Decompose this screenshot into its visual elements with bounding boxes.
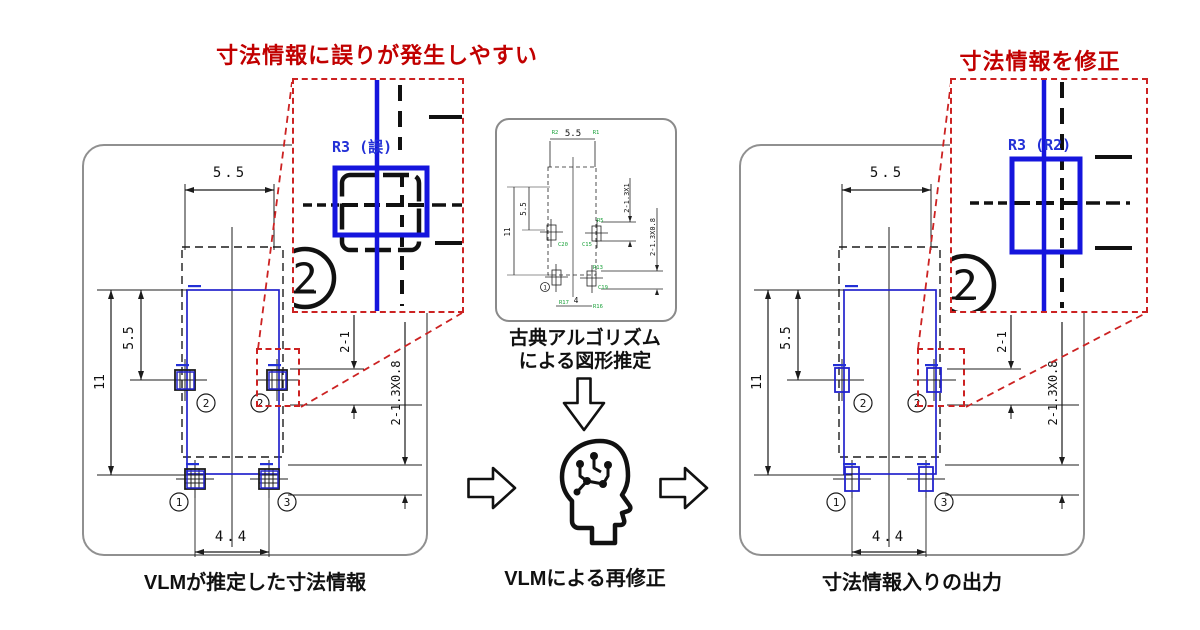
mini-cad-drawing: 5.5 R2 R1 5.5 11 C20 C15 R5 R13 C19 R17 … <box>503 129 663 310</box>
mini-label-c19: C19 <box>598 285 608 291</box>
right-highlight-box <box>917 348 965 407</box>
mini-dim-right-upper: 2-1.3X1 <box>623 183 631 213</box>
left-highlight-box <box>256 348 300 407</box>
classical-algorithm-panel: 5.5 R2 R1 5.5 11 C20 C15 R5 R13 C19 R17 … <box>495 118 677 322</box>
left-zoom-callout: 2 R3 (誤) <box>292 78 464 313</box>
mini-label-c15: C15 <box>582 242 592 248</box>
mini-label-r2: R2 <box>552 130 559 136</box>
mini-dim-bottom: 4 <box>574 296 579 305</box>
mini-label-r17: R17 <box>559 300 569 306</box>
flow-arrow-right-left-icon <box>467 466 517 510</box>
left-holes <box>174 369 288 490</box>
mini-label-r5: R5 <box>597 218 604 224</box>
mini-dim-top: 5.5 <box>565 129 581 139</box>
right-cad-drawing <box>741 146 1087 558</box>
classical-algorithm-caption-line1: 古典アルゴリズム <box>509 328 661 349</box>
right-callout-label: R3 (R2) <box>1008 136 1071 154</box>
mini-dim-left-outer: 11 <box>503 227 512 236</box>
mini-balloon-1: 1 <box>543 285 547 292</box>
right-holes <box>834 367 942 492</box>
left-cad-drawing <box>84 146 430 558</box>
mini-label-r16: R16 <box>593 304 603 310</box>
left-warning-title: 寸法情報に誤りが発生しやすい <box>216 43 538 68</box>
mini-dim-left-inner: 5.5 <box>519 202 528 216</box>
classical-algorithm-caption: 古典アルゴリズム による図形推定 <box>480 327 690 373</box>
left-zoom-content: 2 R3 (誤) <box>294 80 462 311</box>
brain-icon <box>559 438 633 546</box>
mini-dim-right-lower: 2-1.3X0.8 <box>649 218 657 256</box>
right-panel-caption: 寸法情報入りの出力 <box>822 572 1002 594</box>
mini-label-r1: R1 <box>593 130 600 136</box>
magnified-balloon-right: 2 <box>952 261 977 310</box>
magnified-balloon-left: 2 <box>294 254 318 303</box>
mini-label-r13: R13 <box>593 265 603 271</box>
vlm-refine-caption: VLMによる再修正 <box>504 568 666 590</box>
left-panel-caption: VLMが推定した寸法情報 <box>143 572 367 594</box>
flow-arrow-right-right-icon <box>659 466 709 510</box>
mini-label-c20: C20 <box>558 242 568 248</box>
right-zoom-callout: 2 R3 (R2) <box>950 78 1148 313</box>
right-zoom-content: 2 R3 (R2) <box>952 80 1132 311</box>
left-callout-label: R3 (誤) <box>332 138 392 156</box>
classical-algorithm-caption-line2: による図形推定 <box>518 351 652 372</box>
right-fix-title: 寸法情報を修正 <box>959 49 1121 74</box>
flow-arrow-down-icon <box>562 377 606 432</box>
